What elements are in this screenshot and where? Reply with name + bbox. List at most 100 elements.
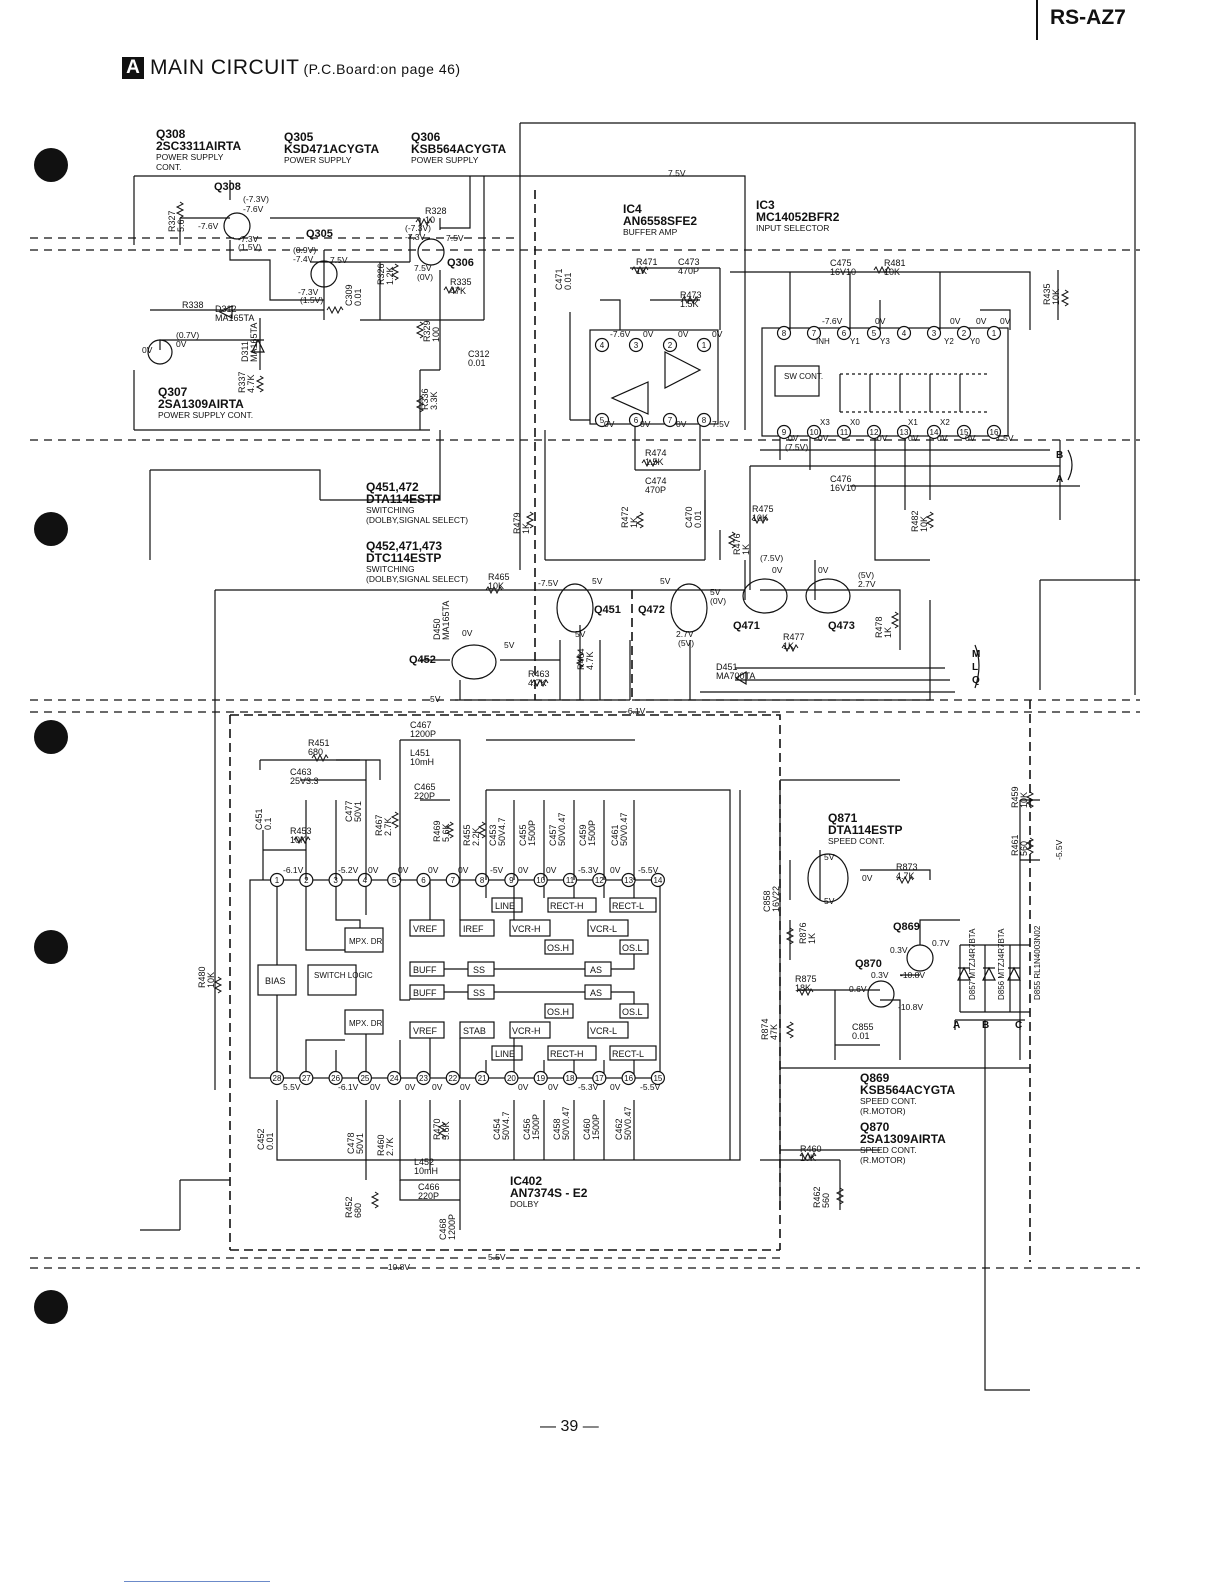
ic-pin (594, 337, 610, 353)
resistor-symbol (873, 265, 891, 275)
svg-text:0V: 0V (976, 316, 987, 326)
q871-title: Q871 DTA114ESTP SPEED CONT. (828, 811, 903, 846)
resistor-symbol (293, 835, 311, 845)
resistor-symbol (635, 511, 645, 529)
c456-label: C4561500P (522, 1114, 541, 1140)
block-vcr-l-2: VCR-L (590, 1026, 617, 1036)
ic-pin-number: 28 (273, 1074, 282, 1083)
resistor-symbol (477, 821, 487, 839)
ic-pin (956, 424, 972, 440)
r435-label: R43510K (1042, 283, 1061, 305)
svg-text:7.5V: 7.5V (414, 263, 432, 273)
svg-text:0V: 0V (788, 433, 799, 443)
ic-pin (836, 424, 852, 440)
block-stab: STAB (463, 1026, 486, 1036)
svg-text:-6.1V: -6.1V (338, 1082, 359, 1092)
ic3-x0: X0 (850, 418, 860, 427)
svg-text:0V: 0V (604, 419, 615, 429)
svg-text:0V: 0V (370, 1082, 381, 1092)
c471-label: C4710.01 (554, 268, 573, 290)
ic4-title: IC4 AN6558SFE2 BUFFER AMP (623, 202, 698, 237)
svg-text:(7.5V): (7.5V) (785, 442, 808, 452)
d311-label: D311MA165TA (240, 323, 259, 362)
resistor-symbol (370, 1191, 380, 1209)
svg-text:0V: 0V (965, 433, 976, 443)
ic-pin-number: 5 (600, 416, 605, 425)
ic-pin (836, 325, 852, 341)
svg-text:0V: 0V (712, 329, 723, 339)
ic-pin-number: 14 (930, 428, 939, 437)
ic-pin-number: 9 (509, 876, 514, 885)
svg-text:0V: 0V (368, 865, 379, 875)
svg-text:5V: 5V (710, 587, 721, 597)
d856-label: D856 MTZJ4R7BTA (997, 928, 1006, 1000)
resistor-symbol (390, 811, 400, 829)
block-rect-h-1: RECT-H (550, 901, 584, 911)
connector-m: M (972, 649, 980, 660)
rail-7-5v: 7.5V (668, 168, 686, 178)
svg-text:0V: 0V (548, 1082, 559, 1092)
ic-pin (416, 1070, 431, 1086)
q870-ref: Q870 (855, 958, 882, 970)
model-number: RS-AZ7 (1050, 6, 1126, 29)
ic-pin-number: 16 (990, 428, 999, 437)
ic-pin (896, 424, 912, 440)
resistor-symbol (641, 458, 659, 468)
resistor-symbol (255, 375, 265, 393)
svg-text:0V: 0V (428, 865, 439, 875)
r469-label: R4695.6K (432, 820, 451, 842)
ic-pin (357, 1070, 372, 1086)
c468-label: C4681200P (438, 1214, 457, 1240)
resistor-symbol (681, 295, 699, 305)
ic-pin-number: 7 (812, 329, 817, 338)
svg-text:0V: 0V (950, 316, 961, 326)
q451-title: Q451,472 DTA114ESTP SWITCHING (DOLBY,SIG… (366, 480, 469, 525)
svg-text:5.5V: 5.5V (283, 1082, 301, 1092)
bottom-rule (124, 1581, 270, 1582)
ic-pin-number: 23 (419, 1074, 428, 1083)
ic-pin-number: 6 (421, 876, 426, 885)
resistor-symbol (799, 1151, 817, 1161)
d450-label: D450MA165TA (432, 601, 451, 640)
ic3-y1: Y1 (850, 337, 860, 346)
svg-text:-5.5V: -5.5V (638, 865, 659, 875)
ic-pin (986, 424, 1002, 440)
r874-label: R87447K (760, 1018, 779, 1040)
ic-pin-number: 4 (902, 329, 907, 338)
c451-label: C4510.1 (254, 808, 273, 830)
resistor-symbol (485, 585, 503, 595)
svg-text:-7.3V: -7.3V (238, 234, 259, 244)
block-vref-1: VREF (413, 924, 438, 934)
svg-text:(5V): (5V) (858, 570, 874, 580)
ic3-x2: X2 (940, 418, 950, 427)
r337-label: R3374.7K (237, 371, 256, 393)
c458-label: C45850V0.47 (552, 1106, 571, 1140)
ic3-x3: X3 (820, 418, 830, 427)
svg-text:0V: 0V (518, 865, 529, 875)
svg-text:-10.8V: -10.8V (898, 1002, 923, 1012)
section-title-text: MAIN CIRCUIT (150, 56, 300, 79)
svg-text:-5.5V: -5.5V (640, 1082, 661, 1092)
block-rect-h-2: RECT-H (550, 1049, 584, 1059)
svg-text:(1.5V): (1.5V) (300, 295, 323, 305)
resistor-symbol (415, 217, 433, 227)
ic-pin (806, 424, 822, 440)
resistor-symbol (781, 643, 799, 653)
connector-a: A (1056, 474, 1063, 485)
resistor-symbol (445, 821, 455, 839)
ic-pin-number: 4 (600, 341, 605, 350)
ic-pin (926, 424, 942, 440)
c459-label: C4591500P (578, 820, 597, 846)
ic-pin (776, 424, 792, 440)
ic-pin-number: 5 (872, 329, 877, 338)
svg-text:0V: 0V (458, 865, 469, 875)
resistor-symbol (437, 1121, 447, 1139)
ic-pin-number: 8 (480, 876, 485, 885)
q308-title: Q308 2SC3311AIRTA POWER SUPPLY CONT. (156, 127, 242, 172)
resistor-symbol (311, 753, 329, 763)
